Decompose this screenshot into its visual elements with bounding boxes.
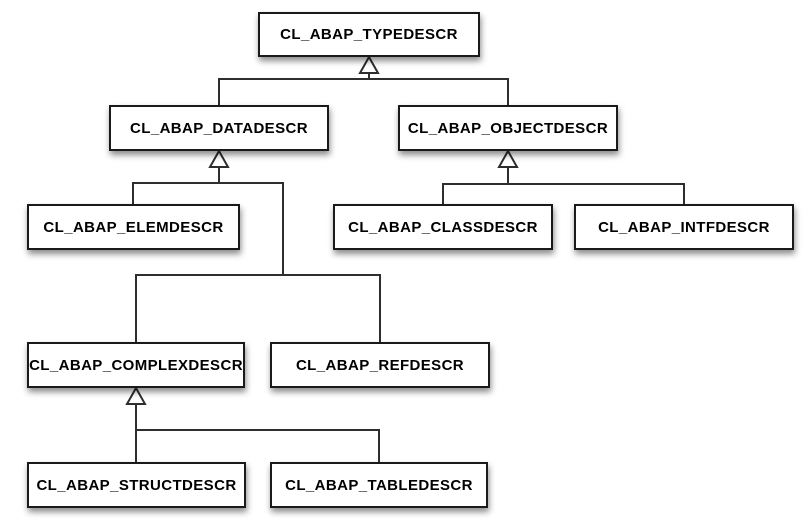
generalization-arrow-objectdescr xyxy=(497,148,519,168)
generalization-arrow-typedescr xyxy=(358,54,380,74)
class-box-cl-abap-intfdescr: CL_ABAP_INTFDESCR xyxy=(574,204,794,250)
class-box-cl-abap-typedescr: CL_ABAP_TYPEDESCR xyxy=(258,12,480,57)
class-box-cl-abap-structdescr: CL_ABAP_STRUCTDESCR xyxy=(27,462,246,508)
class-box-cl-abap-datadescr: CL_ABAP_DATADESCR xyxy=(109,105,329,151)
class-box-cl-abap-refdescr: CL_ABAP_REFDESCR xyxy=(270,342,490,388)
class-box-cl-abap-elemdescr: CL_ABAP_ELEMDESCR xyxy=(27,204,240,250)
class-box-cl-abap-complexdescr: CL_ABAP_COMPLEXDESCR xyxy=(27,342,245,388)
edge-objectdescr-children xyxy=(442,183,685,204)
class-box-cl-abap-classdescr: CL_ABAP_CLASSDESCR xyxy=(333,204,553,250)
generalization-arrow-complexdescr xyxy=(125,385,147,405)
class-box-cl-abap-objectdescr: CL_ABAP_OBJECTDESCR xyxy=(398,105,618,151)
edge-complexdescr-tabledescr xyxy=(136,429,380,462)
edge-datadescr-children-upper xyxy=(132,182,284,275)
class-box-cl-abap-tabledescr: CL_ABAP_TABLEDESCR xyxy=(270,462,488,508)
generalization-arrow-datadescr xyxy=(208,148,230,168)
edge-datadescr-children-lower xyxy=(135,274,381,342)
edge-typedescr-children xyxy=(218,78,509,105)
